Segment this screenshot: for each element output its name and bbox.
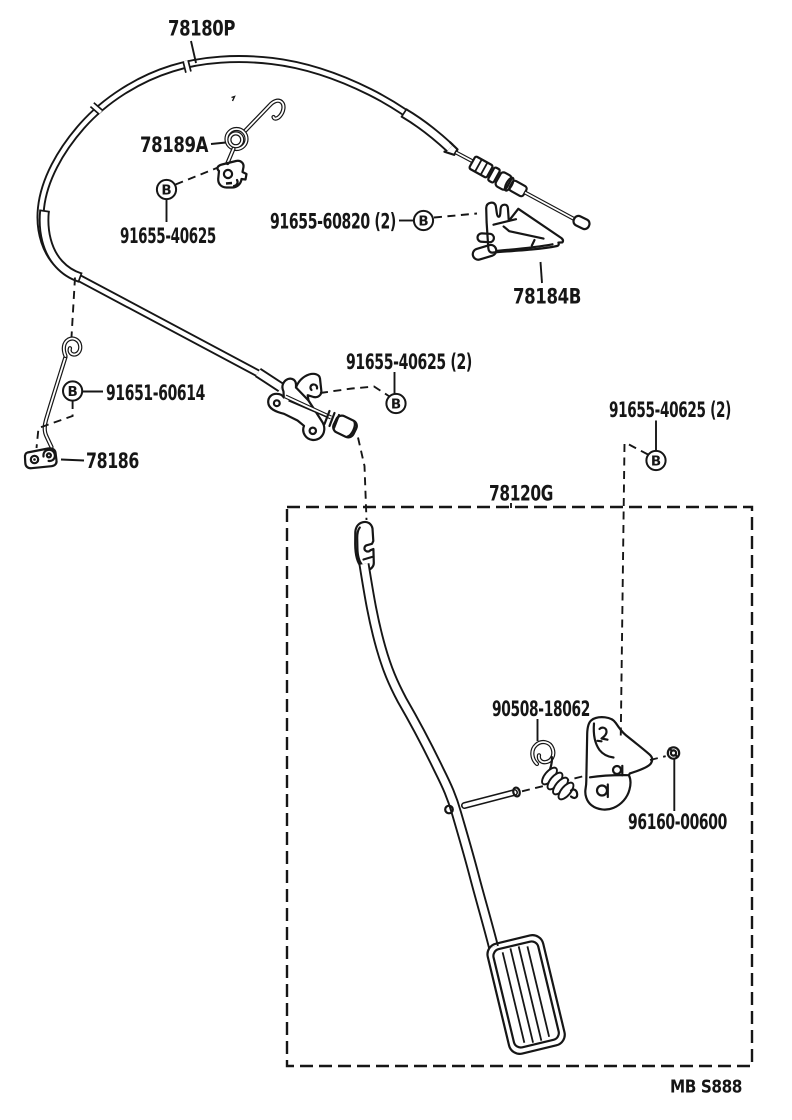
cable-end-plug — [572, 214, 591, 231]
sleeve-tick — [400, 108, 408, 118]
accelerator-pedal — [354, 520, 566, 1055]
label-91651-60614: 91651-60614 — [106, 381, 205, 405]
sleeve-tick — [39, 209, 50, 213]
bolt-marker-letter: B — [161, 182, 171, 198]
label-96160-00600: 96160-00600 — [628, 810, 727, 834]
pedal-support-bracket — [584, 716, 654, 811]
label-91655-40625: 91655-40625 — [120, 224, 216, 248]
pedal-rod-clevis — [354, 520, 375, 572]
bolt-marker-grommet: B — [385, 392, 407, 415]
pedal-nut-96160 — [666, 746, 681, 760]
label-78189A: 78189A — [140, 133, 209, 157]
bolt-marker-letter: B — [651, 453, 661, 469]
sleeve-tick — [77, 272, 83, 283]
cable-clamp-rod — [42, 336, 83, 450]
label-78120G: 78120G — [489, 482, 553, 506]
label-91655-40625-2-mid: 91655-40625 (2) — [346, 350, 472, 374]
return-spring-78189A — [216, 95, 286, 189]
label-78186: 78186 — [86, 449, 139, 473]
label-91655-40625-2-right: 91655-40625 (2) — [609, 398, 731, 422]
part-labels: 78180P 78189A 91655-40625 91655-60820 (2… — [86, 17, 743, 1098]
bolt-marker-spring-bracket: B — [155, 178, 178, 201]
bolt-marker-letter: B — [67, 384, 77, 400]
cable-grommet-assembly — [267, 372, 358, 442]
sheet-code: MB S888 — [670, 1078, 742, 1098]
reference-dashed-lines — [35, 166, 649, 742]
bolt-marker-cable-bracket: B — [412, 209, 435, 232]
cable-adjusting-nuts — [468, 155, 591, 231]
label-78180P: 78180P — [168, 17, 235, 41]
pedal-spring-90508 — [530, 739, 579, 801]
pedal-pad — [486, 934, 566, 1055]
pedal-pivot-pin — [444, 786, 521, 815]
label-91655-60820: 91655-60820 (2) — [270, 210, 396, 234]
leader-lines — [60, 40, 676, 811]
cable-clamp-78186 — [23, 447, 58, 470]
bolt-marker-pedal-bracket: B — [645, 449, 667, 472]
spring-bracket — [216, 159, 248, 189]
bolt-marker-letter: B — [418, 213, 428, 229]
pedal-spring-coils — [541, 766, 575, 801]
label-78184B: 78184B — [513, 285, 581, 309]
pedal-assembly-box — [285, 505, 754, 1068]
bracket-middle-finger — [476, 232, 495, 244]
cable-end-ferrule — [443, 141, 473, 163]
cable-joint-left — [89, 102, 104, 115]
label-90508-18062: 90508-18062 — [492, 697, 590, 721]
bracket-foot — [471, 243, 498, 261]
cable-joint-top — [182, 60, 192, 73]
cable-bracket-78184B — [471, 201, 565, 261]
print-speck — [231, 95, 236, 102]
accelerator-cable-78180P — [39, 59, 591, 387]
bolt-marker-letter: B — [391, 396, 401, 412]
bolt-marker-clamp: B — [62, 380, 84, 402]
